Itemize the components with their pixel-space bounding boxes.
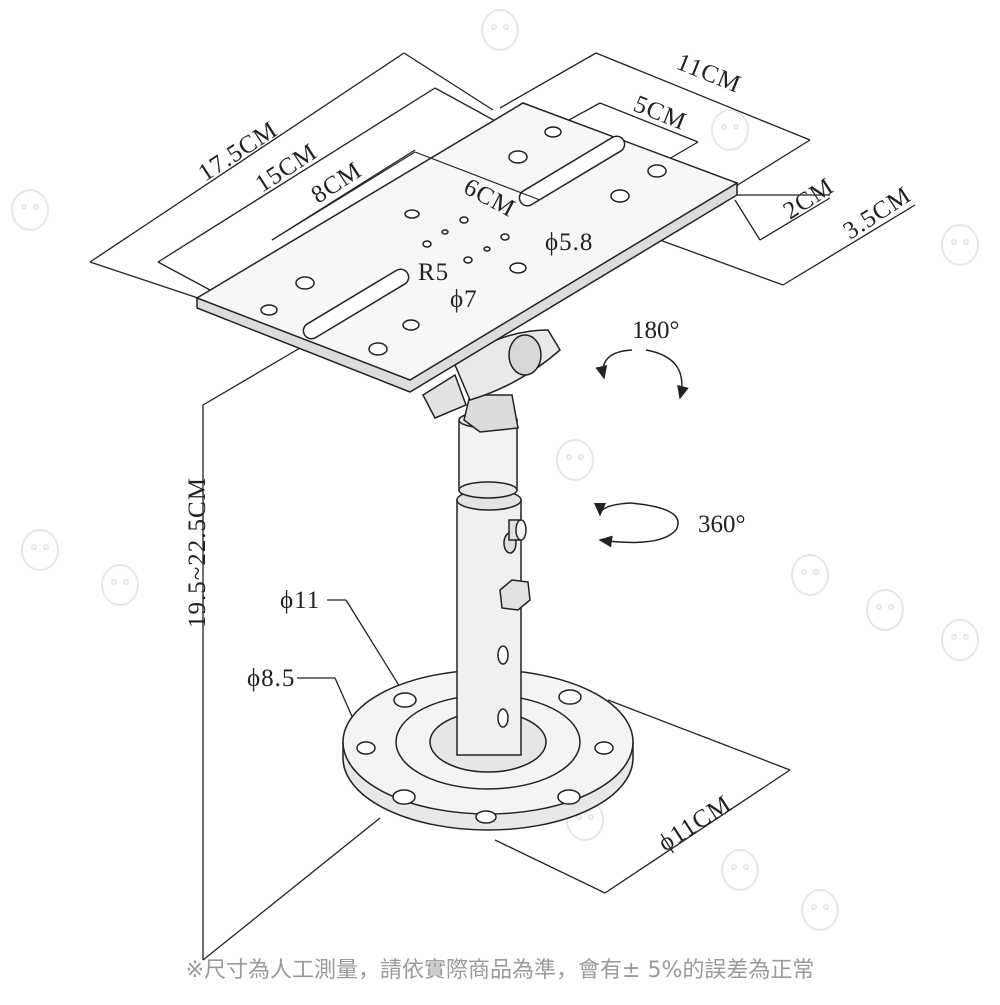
label-slot-radius: R5 [418,259,449,286]
rotation-arrows [594,349,689,548]
label-rotate-spin: 360° [698,511,746,538]
spin-arrow-bottom [598,502,679,548]
locking-knob [499,519,531,611]
top-plate [195,102,739,393]
watermark-pattern [11,9,979,931]
label-rotate-tilt: 180° [632,317,680,344]
spin-arrow-top [594,502,631,517]
label-base-hole-small: ϕ8.5 [247,665,295,692]
tilt-arrow-right [645,349,689,400]
label-edge-offset: 3.5CM [839,181,917,245]
footnote: ※尺寸為人工測量，請依實際商品為準，會有± 5%的誤差為正常 [185,958,815,983]
label-hole-large: ϕ7 [450,286,478,313]
label-height-range: 19.5~22.5CM [184,477,211,628]
label-slot-length: 5CM [630,91,691,136]
label-hole-small: ϕ5.8 [545,229,593,256]
label-base-diameter: ϕ11CM [654,790,737,857]
lower-tube [456,489,522,756]
label-base-hole-large: ϕ11 [280,587,320,614]
label-slot-offset: 2CM [779,173,839,225]
label-plate-width: 11CM [673,49,745,99]
tilt-arrow-left [595,349,633,380]
